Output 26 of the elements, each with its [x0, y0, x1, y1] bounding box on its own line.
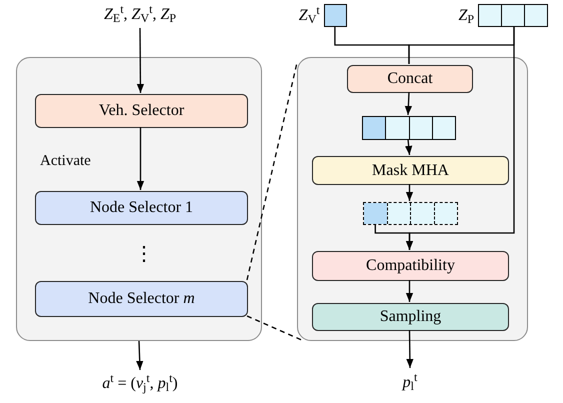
module-panel — [16, 57, 262, 341]
dashed-vector — [363, 202, 458, 225]
module-box: Concat — [347, 65, 473, 93]
arrow — [406, 27, 515, 250]
embedding-vector — [362, 116, 456, 140]
arrow — [136, 127, 144, 190]
module-box: Veh. Selector — [35, 94, 248, 128]
math-label: Z$_{P}$ — [458, 6, 474, 28]
arrow — [136, 28, 144, 93]
arrow — [406, 280, 414, 302]
arrow — [405, 138, 412, 156]
zoom-line — [246, 62, 298, 280]
ellipsis-dots: ⋮ — [134, 244, 154, 264]
module-box: Node Selector 1 — [35, 191, 248, 225]
module-box: Node Selector m — [35, 281, 248, 317]
module-panel — [297, 57, 528, 341]
math-label: a$^{t}$ = (v$_{j}$$^{t}$, p$_{l}$$^{t}$) — [70, 370, 210, 398]
arrow — [404, 92, 412, 116]
math-label: Z$_{E}$$^{t}$, Z$_{V}$$^{t}$, Z$_{P}$ — [80, 2, 200, 28]
arrow — [406, 330, 414, 368]
module-box: Mask MHA — [312, 156, 509, 185]
arrow — [406, 184, 414, 201]
annotation-text: Activate — [40, 152, 91, 171]
arrow — [136, 340, 144, 370]
module-box: Compatibility — [312, 251, 509, 281]
module-box: Sampling — [312, 303, 509, 331]
